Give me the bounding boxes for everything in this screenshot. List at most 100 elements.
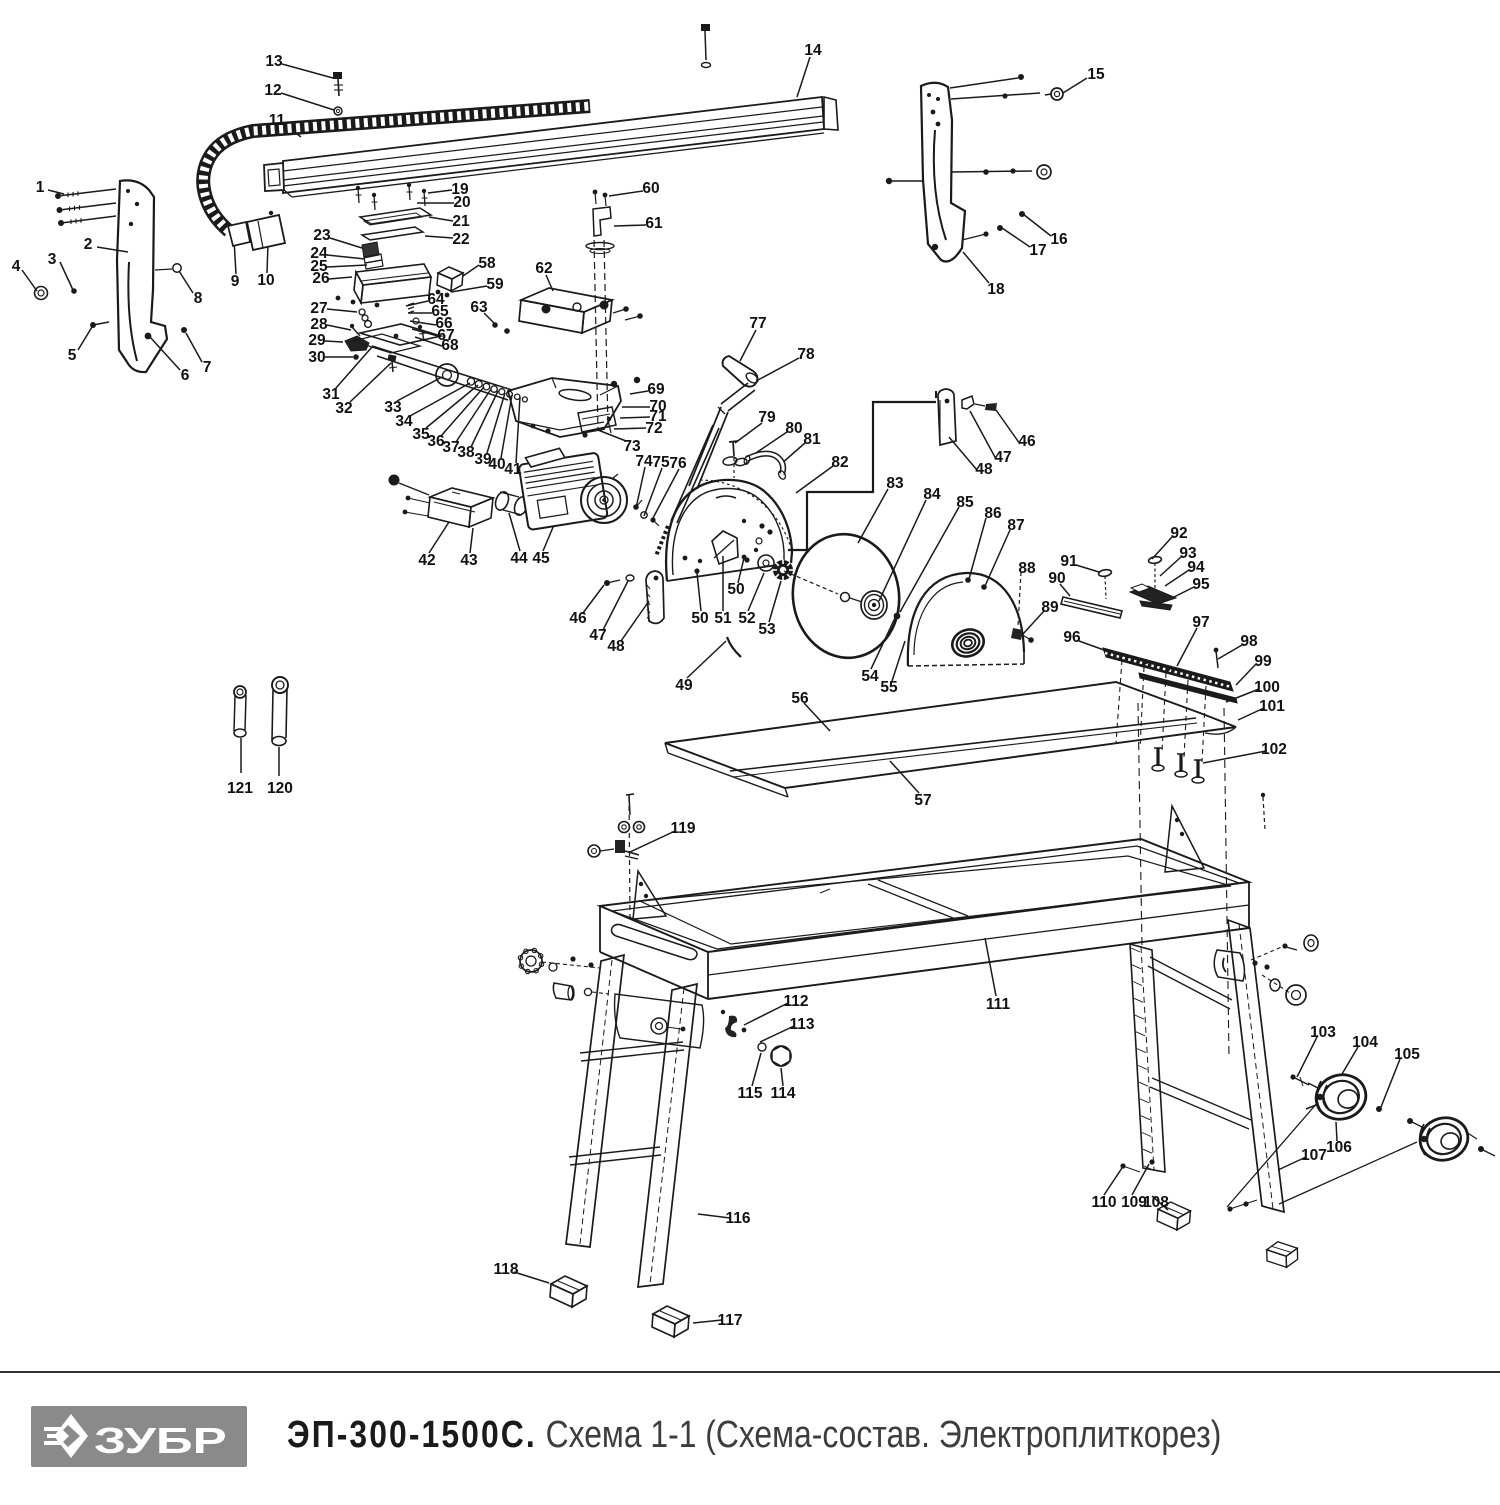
svg-text:43: 43 <box>460 552 478 569</box>
svg-text:48: 48 <box>975 461 993 478</box>
svg-text:49: 49 <box>675 677 693 694</box>
svg-text:42: 42 <box>418 552 435 569</box>
svg-text:60: 60 <box>642 180 659 197</box>
svg-text:84: 84 <box>923 486 941 503</box>
svg-text:103: 103 <box>1310 1024 1336 1041</box>
svg-text:117: 117 <box>717 1312 742 1329</box>
svg-text:31: 31 <box>322 386 340 403</box>
svg-text:34: 34 <box>395 413 413 430</box>
svg-text:85: 85 <box>956 494 974 511</box>
svg-text:113: 113 <box>789 1016 814 1033</box>
svg-text:65: 65 <box>431 303 449 320</box>
svg-text:64: 64 <box>427 291 445 308</box>
svg-text:30: 30 <box>308 349 325 366</box>
svg-text:47: 47 <box>994 449 1011 466</box>
svg-text:61: 61 <box>645 215 663 232</box>
svg-text:109: 109 <box>1121 1194 1147 1211</box>
svg-text:35: 35 <box>412 426 430 443</box>
svg-text:118: 118 <box>493 1261 518 1278</box>
svg-text:46: 46 <box>1018 433 1036 450</box>
svg-text:6: 6 <box>181 367 190 384</box>
svg-text:3: 3 <box>48 251 57 268</box>
svg-text:67: 67 <box>437 327 454 344</box>
svg-text:29: 29 <box>308 332 326 349</box>
svg-text:53: 53 <box>758 621 776 638</box>
svg-text:105: 105 <box>1394 1046 1420 1063</box>
svg-text:110: 110 <box>1091 1194 1116 1211</box>
svg-text:81: 81 <box>803 431 821 448</box>
svg-text:11: 11 <box>269 112 286 129</box>
svg-text:48: 48 <box>607 638 625 655</box>
svg-text:108: 108 <box>1143 1194 1169 1211</box>
svg-text:40: 40 <box>488 456 505 473</box>
svg-text:71: 71 <box>649 408 667 425</box>
svg-text:19: 19 <box>451 181 469 198</box>
svg-text:114: 114 <box>770 1085 795 1102</box>
svg-text:7: 7 <box>203 359 212 376</box>
svg-text:73: 73 <box>623 438 641 455</box>
svg-text:100: 100 <box>1254 679 1280 696</box>
svg-text:93: 93 <box>1179 545 1197 562</box>
svg-text:14: 14 <box>804 42 822 59</box>
svg-text:38: 38 <box>457 444 475 461</box>
svg-text:95: 95 <box>1192 576 1210 593</box>
svg-text:39: 39 <box>474 451 492 468</box>
svg-text:28: 28 <box>310 316 328 333</box>
svg-text:83: 83 <box>886 475 904 492</box>
svg-text:5: 5 <box>68 347 77 364</box>
svg-text:58: 58 <box>478 255 496 272</box>
svg-text:17: 17 <box>1029 242 1046 259</box>
svg-text:22: 22 <box>452 231 469 248</box>
svg-text:102: 102 <box>1261 741 1287 758</box>
svg-text:1: 1 <box>36 179 45 196</box>
svg-text:18: 18 <box>987 281 1005 298</box>
svg-text:77: 77 <box>749 315 766 332</box>
svg-text:86: 86 <box>984 505 1002 522</box>
svg-text:96: 96 <box>1063 629 1081 646</box>
svg-text:24: 24 <box>310 245 328 262</box>
svg-text:44: 44 <box>510 550 528 567</box>
svg-text:62: 62 <box>535 260 552 277</box>
svg-text:55: 55 <box>880 679 898 696</box>
svg-text:119: 119 <box>670 820 695 837</box>
svg-text:115: 115 <box>737 1085 762 1102</box>
svg-text:104: 104 <box>1352 1034 1378 1051</box>
svg-text:51: 51 <box>714 610 732 627</box>
svg-text:10: 10 <box>257 272 274 289</box>
svg-text:90: 90 <box>1048 570 1065 587</box>
svg-text:121: 121 <box>227 780 253 797</box>
svg-text:89: 89 <box>1041 599 1059 616</box>
svg-text:12: 12 <box>264 82 281 99</box>
svg-text:116: 116 <box>725 1210 750 1227</box>
svg-text:106: 106 <box>1326 1139 1352 1156</box>
svg-text:82: 82 <box>831 454 848 471</box>
svg-text:21: 21 <box>452 213 470 230</box>
svg-text:68: 68 <box>441 337 459 354</box>
svg-text:74: 74 <box>635 453 653 470</box>
svg-text:9: 9 <box>231 273 240 290</box>
svg-text:2: 2 <box>84 236 93 253</box>
svg-text:16: 16 <box>1050 231 1068 248</box>
svg-text:63: 63 <box>470 299 488 316</box>
svg-text:101: 101 <box>1259 698 1285 715</box>
svg-text:99: 99 <box>1254 653 1272 670</box>
svg-text:91: 91 <box>1060 553 1078 570</box>
svg-text:79: 79 <box>758 409 776 426</box>
svg-text:4: 4 <box>12 258 21 275</box>
svg-text:75: 75 <box>652 454 670 471</box>
svg-text:59: 59 <box>486 276 504 293</box>
svg-text:13: 13 <box>265 53 283 70</box>
svg-text:20: 20 <box>453 194 470 211</box>
svg-text:50: 50 <box>691 610 708 627</box>
svg-text:45: 45 <box>532 550 550 567</box>
svg-text:112: 112 <box>783 993 808 1010</box>
svg-text:54: 54 <box>861 668 879 685</box>
svg-text:23: 23 <box>313 227 331 244</box>
svg-text:72: 72 <box>645 420 662 437</box>
svg-text:94: 94 <box>1187 559 1205 576</box>
svg-text:92: 92 <box>1170 525 1187 542</box>
svg-text:111: 111 <box>986 996 1011 1013</box>
svg-text:46: 46 <box>569 610 587 627</box>
svg-text:98: 98 <box>1240 633 1258 650</box>
svg-text:41: 41 <box>504 461 522 478</box>
